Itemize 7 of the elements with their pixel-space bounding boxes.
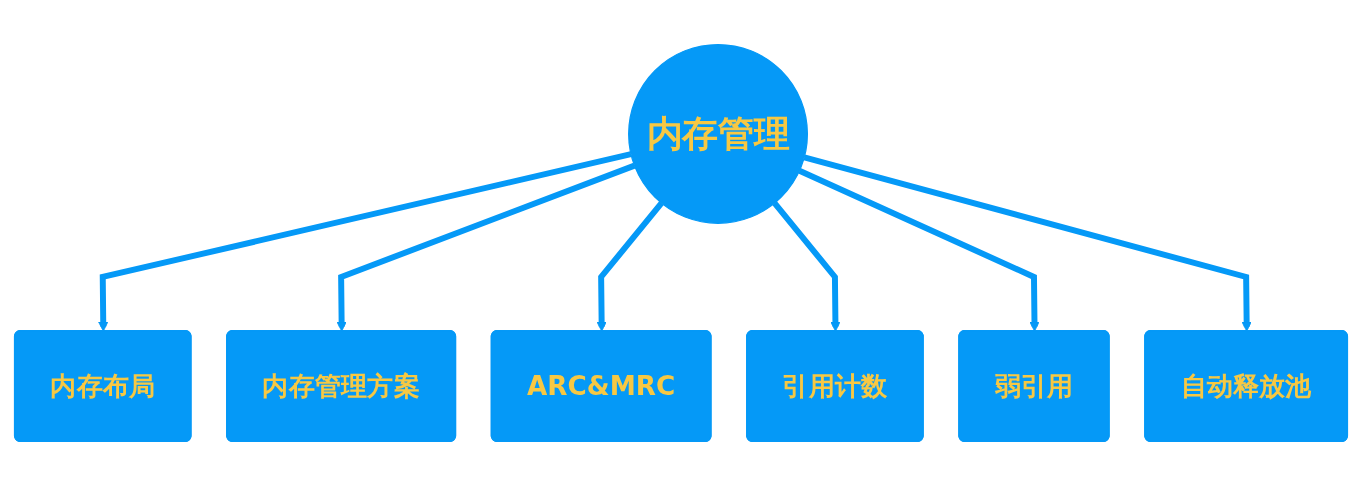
arrow <box>336 162 636 332</box>
arrow <box>98 151 632 332</box>
arrow <box>596 201 664 332</box>
arrow <box>803 154 1252 332</box>
arrow <box>772 201 841 332</box>
arrow <box>798 168 1040 332</box>
node-circle: 内存管理 <box>628 43 809 224</box>
